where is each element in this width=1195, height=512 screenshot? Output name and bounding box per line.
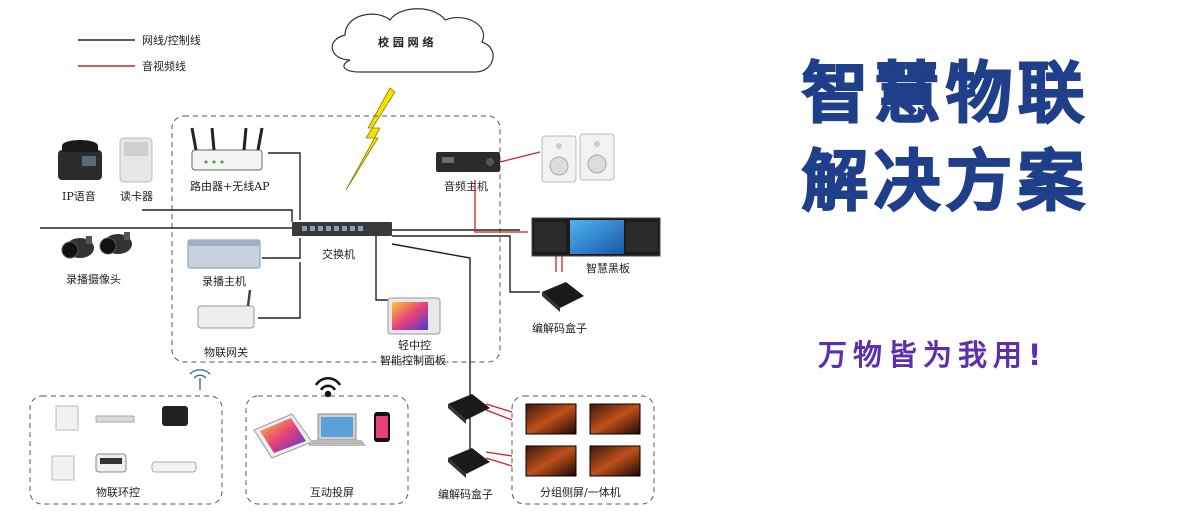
headline-line1: 智慧物联 bbox=[801, 54, 1090, 133]
network-links bbox=[40, 152, 540, 450]
lightning-icon bbox=[345, 87, 396, 191]
smart-blackboard-icon bbox=[531, 217, 661, 257]
iot-env-region bbox=[29, 395, 223, 505]
laptop-icon bbox=[308, 413, 366, 446]
legend bbox=[78, 39, 135, 67]
audio-host-icon bbox=[436, 152, 500, 172]
screen-icons bbox=[525, 403, 641, 477]
phone-icon bbox=[58, 140, 102, 180]
wifi-icon bbox=[314, 376, 342, 398]
card-reader-icon bbox=[119, 137, 153, 183]
router-icon bbox=[190, 127, 264, 171]
group-screens-region bbox=[511, 395, 655, 505]
headline-line2: 解决方案 bbox=[801, 142, 1090, 221]
camera-icon bbox=[61, 232, 132, 259]
camera-label: 录播摄像头 bbox=[66, 273, 121, 286]
smartphone-icon bbox=[374, 412, 390, 442]
projection-region bbox=[245, 395, 409, 505]
codec-box-icon bbox=[542, 282, 584, 312]
control-panel-icon bbox=[387, 297, 441, 335]
card-reader-label: 读卡器 bbox=[120, 190, 153, 203]
core-network-region bbox=[171, 115, 501, 363]
iot-env-label: 物联环控 bbox=[96, 486, 140, 499]
control-panel-label-2: 智能控制面板 bbox=[380, 354, 446, 367]
group-screens-label: 分组侧屏/一体机 bbox=[540, 486, 621, 499]
audio-host-label: 音频主机 bbox=[444, 180, 488, 193]
codec-box-top-label: 编解码盒子 bbox=[532, 322, 587, 335]
codec-box-lower-icon bbox=[448, 394, 490, 478]
iot-gateway-label: 物联网关 bbox=[204, 346, 248, 359]
cloud-icon bbox=[331, 8, 494, 73]
av-links bbox=[474, 151, 563, 467]
switch-label: 交换机 bbox=[322, 248, 355, 261]
wifi-signal-icon bbox=[189, 369, 211, 390]
cloud-label: 校 园 网 络 bbox=[378, 36, 434, 49]
speaker-icon bbox=[541, 133, 615, 183]
projection-label: 互动投屏 bbox=[310, 486, 354, 499]
router-label: 路由器+无线AP bbox=[190, 180, 270, 193]
headline-backdrop bbox=[660, 0, 1195, 512]
recording-host-icon bbox=[187, 239, 261, 269]
iot-gateway-icon bbox=[197, 289, 255, 329]
recording-host-label: 录播主机 bbox=[202, 275, 246, 288]
legend-av-label: 音视频线 bbox=[142, 60, 186, 73]
ip-phone-label: IP语音 bbox=[62, 190, 96, 203]
smart-blackboard-label: 智慧黑板 bbox=[586, 262, 630, 275]
switch-icon bbox=[292, 222, 392, 236]
codec-box-bottom-label: 编解码盒子 bbox=[438, 488, 493, 501]
control-panel-label-1: 轻中控 bbox=[398, 339, 431, 352]
tablet-icon bbox=[253, 413, 313, 459]
legend-network-label: 网线/控制线 bbox=[142, 34, 201, 47]
slogan: 万物皆为我用! bbox=[818, 338, 1048, 372]
iot-devices bbox=[51, 405, 197, 481]
